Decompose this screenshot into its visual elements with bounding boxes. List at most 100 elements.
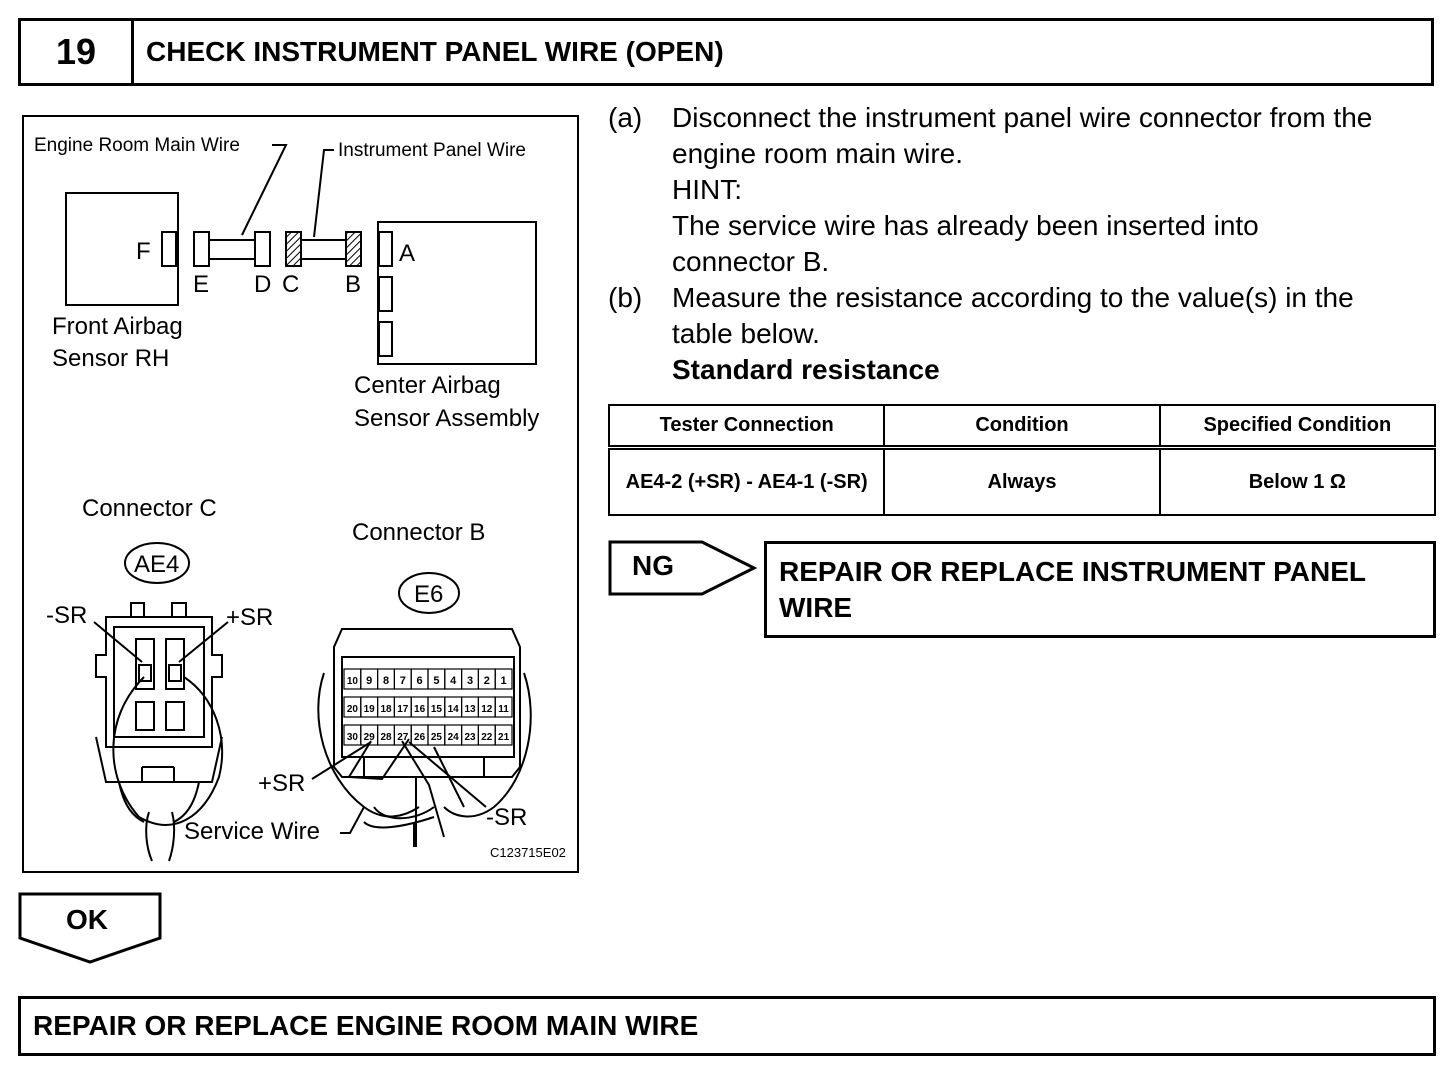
connector-B bbox=[345, 231, 362, 267]
label-engine-room-main-wire: Engine Room Main Wire bbox=[34, 135, 240, 156]
table-header-row: Tester Connection Condition Specified Co… bbox=[607, 404, 1437, 449]
label-center-airbag-2: Sensor Assembly bbox=[354, 405, 539, 432]
pin-cell bbox=[494, 668, 513, 690]
connector-slot-3 bbox=[378, 321, 393, 357]
pin-label: 20 bbox=[347, 704, 359, 715]
pin-label: 2 bbox=[484, 675, 490, 687]
connector-C bbox=[285, 231, 302, 267]
pin-label: 12 bbox=[481, 704, 493, 715]
pin-label: 6 bbox=[417, 675, 423, 687]
label-plus-sr-b: +SR bbox=[258, 770, 305, 797]
ng-action-box: REPAIR OR REPLACE INSTRUMENT PANEL WIRE bbox=[764, 541, 1436, 638]
pin-label: 16 bbox=[414, 704, 426, 715]
connector-A bbox=[378, 231, 393, 267]
pin-label: 5 bbox=[433, 675, 439, 687]
label-minus-sr-b: -SR bbox=[486, 804, 527, 831]
pin-label: 18 bbox=[380, 704, 392, 715]
front-airbag-sensor-box bbox=[65, 192, 179, 306]
label-front-airbag-2: Sensor RH bbox=[52, 345, 169, 372]
instruction-b: (b) Measure the resistance according to … bbox=[608, 280, 1448, 388]
cell-specified-condition: Below 1 Ω bbox=[1158, 446, 1437, 516]
leader-minus-sr-b bbox=[408, 741, 487, 808]
label-ae4: AE4 bbox=[134, 551, 179, 578]
step-title: CHECK INSTRUMENT PANEL WIRE (OPEN) bbox=[146, 36, 724, 67]
label-center-airbag-1: Center Airbag bbox=[354, 372, 501, 399]
hint-line1: The service wire has already been insert… bbox=[672, 210, 1259, 241]
pin-label: 24 bbox=[448, 732, 460, 743]
pin-label: 8 bbox=[383, 675, 389, 687]
pin-label: 7 bbox=[400, 675, 406, 687]
connector-E bbox=[193, 231, 210, 267]
instructions: (a) Disconnect the instrument panel wire… bbox=[608, 100, 1448, 388]
label-e6: E6 bbox=[414, 581, 443, 608]
pin-label: 1 bbox=[501, 675, 507, 687]
connector-c-drawing bbox=[93, 602, 229, 862]
pin-label: 14 bbox=[448, 704, 460, 715]
final-action-box: REPAIR OR REPLACE ENGINE ROOM MAIN WIRE bbox=[18, 996, 1436, 1056]
pin-label: 3 bbox=[467, 675, 473, 687]
pin-label: 29 bbox=[364, 732, 376, 743]
label-plus-sr-c: +SR bbox=[226, 604, 273, 631]
pin-label: 4 bbox=[450, 675, 457, 687]
label-A: A bbox=[399, 240, 415, 267]
instruction-b-letter: (b) bbox=[608, 282, 643, 313]
instruction-b-line2: table below. bbox=[672, 318, 820, 349]
ok-arrow-shape bbox=[18, 892, 162, 964]
leader-service-wire bbox=[340, 806, 365, 834]
header-specified-condition: Specified Condition bbox=[1158, 404, 1437, 449]
service-wire-drawing bbox=[317, 672, 532, 847]
connector-id-e6 bbox=[398, 572, 460, 614]
step-number: 19 bbox=[21, 21, 134, 83]
pin-label: 23 bbox=[464, 732, 476, 743]
standard-resistance-title: Standard resistance bbox=[672, 354, 940, 385]
pin-label: 28 bbox=[380, 732, 392, 743]
wiring-diagram: Engine Room Main Wire Instrument Panel W… bbox=[22, 115, 579, 873]
pin-label: 22 bbox=[481, 732, 493, 743]
ng-tag: NG bbox=[608, 540, 758, 596]
pin-label: 26 bbox=[414, 732, 426, 743]
label-connector-c: Connector C bbox=[82, 495, 217, 522]
instruction-b-line1: Measure the resistance according to the … bbox=[672, 282, 1354, 313]
ok-label: OK bbox=[66, 904, 108, 935]
pin-row-3: 30 29 28 27 26 25 24 23 22 21 bbox=[343, 724, 513, 746]
table-row: AE4-2 (+SR) - AE4-1 (-SR) Always Below 1… bbox=[607, 446, 1437, 516]
header-tester-connection: Tester Connection bbox=[607, 404, 886, 449]
instruction-a-letter: (a) bbox=[608, 102, 643, 133]
instruction-a: (a) Disconnect the instrument panel wire… bbox=[608, 100, 1448, 280]
pin-label: 21 bbox=[498, 732, 510, 743]
pin-label: 30 bbox=[347, 732, 359, 743]
ok-tag: OK bbox=[18, 892, 162, 964]
hint-label: HINT: bbox=[672, 174, 742, 205]
resistance-table: Tester Connection Condition Specified Co… bbox=[607, 404, 1437, 516]
ng-label: NG bbox=[632, 550, 674, 581]
pin-cell bbox=[494, 696, 513, 718]
pin-label: 25 bbox=[431, 732, 443, 743]
leader-engine-room bbox=[241, 144, 288, 236]
pin-label: 13 bbox=[464, 704, 476, 715]
hint-line2: connector B. bbox=[672, 246, 830, 277]
label-instrument-panel-wire: Instrument Panel Wire bbox=[338, 140, 526, 161]
pin-label: 11 bbox=[498, 704, 509, 715]
label-C: C bbox=[282, 271, 299, 298]
connector-id-ae4 bbox=[124, 542, 190, 584]
pin-label: 19 bbox=[364, 704, 376, 715]
ng-action-line1: REPAIR OR REPLACE INSTRUMENT PANEL bbox=[779, 556, 1366, 587]
label-E: E bbox=[193, 271, 209, 298]
header-condition: Condition bbox=[883, 404, 1161, 449]
label-F: F bbox=[136, 238, 151, 265]
pin-label: 9 bbox=[366, 675, 372, 687]
connector-slot-2 bbox=[378, 276, 393, 312]
cell-tester-connection: AE4-2 (+SR) - AE4-1 (-SR) bbox=[607, 446, 886, 516]
cell-condition: Always bbox=[883, 446, 1161, 516]
leader-instrument-panel bbox=[313, 149, 334, 238]
label-service-wire: Service Wire bbox=[184, 818, 320, 845]
label-minus-sr-c: -SR bbox=[46, 602, 87, 629]
final-action-text: REPAIR OR REPLACE ENGINE ROOM MAIN WIRE bbox=[33, 1010, 699, 1041]
pin-label: 15 bbox=[431, 704, 443, 715]
ng-arrow-shape bbox=[608, 540, 758, 596]
pin-label: 27 bbox=[397, 732, 409, 743]
label-B: B bbox=[345, 271, 361, 298]
step-header: 19 CHECK INSTRUMENT PANEL WIRE (OPEN) bbox=[18, 18, 1434, 86]
